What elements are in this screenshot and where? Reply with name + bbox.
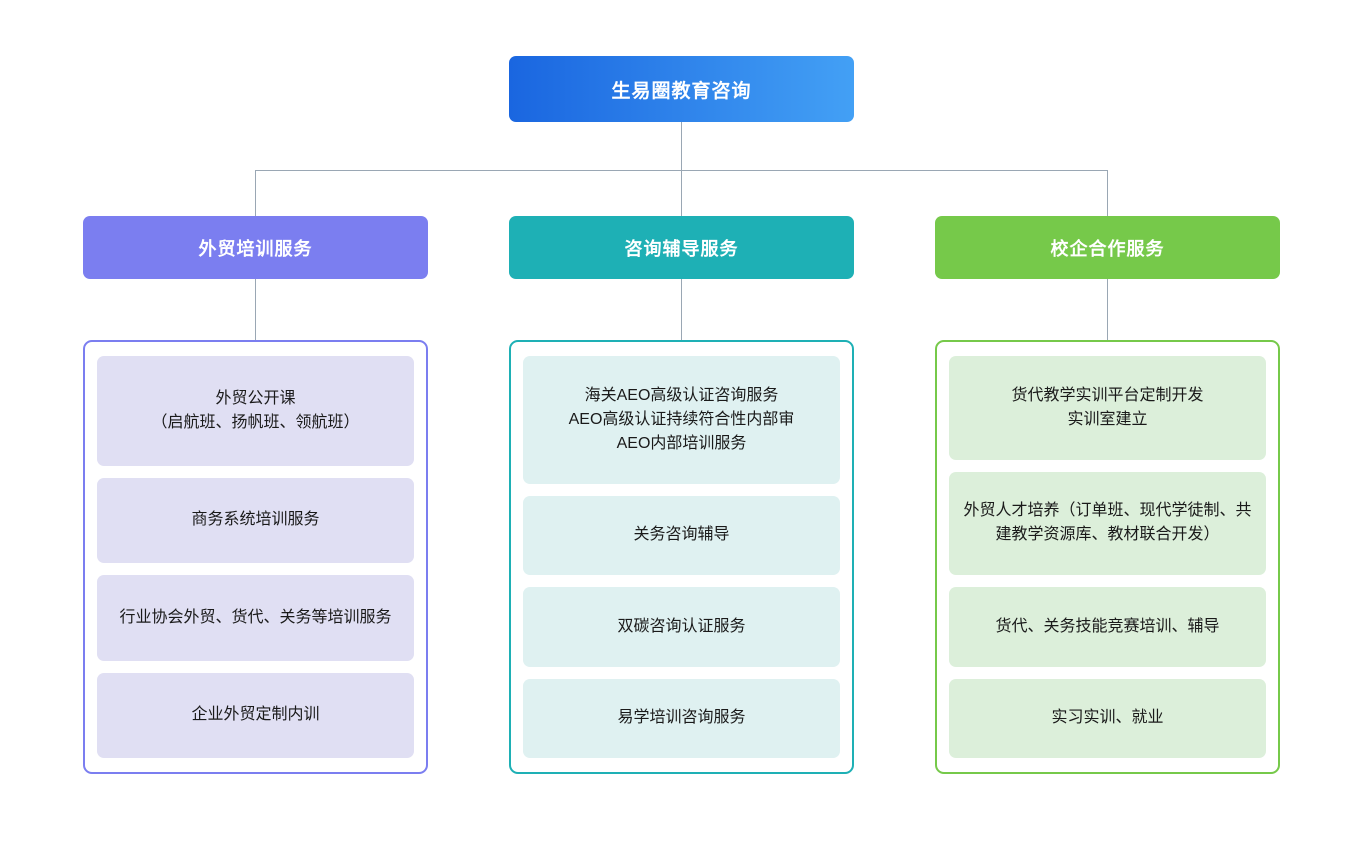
branch-header-3[interactable]: 校企合作服务 <box>935 216 1280 279</box>
service-card-label: 外贸人才培养（订单班、现代学徒制、共建教学资源库、教材联合开发） <box>963 502 1252 544</box>
service-card-label: 实习实训、就业 <box>1051 709 1164 727</box>
root-node[interactable]: 生易圈教育咨询 <box>509 56 854 122</box>
service-card[interactable]: 双碳咨询认证服务 <box>523 587 840 667</box>
service-card-label: 外贸公开课 （启航班、扬帆班、领航班） <box>151 389 360 431</box>
branch-header-label-2: 咨询辅导服务 <box>624 238 739 259</box>
service-card-label: 关务咨询辅导 <box>633 526 730 544</box>
branch-3: 校企合作服务 <box>935 216 1280 279</box>
connector-root-stem <box>681 122 682 170</box>
connector-drop-branch-1 <box>255 170 256 216</box>
service-card[interactable]: 实习实训、就业 <box>949 678 1266 758</box>
service-card-label: 易学培训咨询服务 <box>617 709 746 727</box>
service-card[interactable]: 关务咨询辅导 <box>523 495 840 575</box>
service-card-label: 货代教学实训平台定制开发 实训室建立 <box>1011 386 1204 428</box>
connector-drop-branch-3 <box>1107 170 1108 216</box>
service-card[interactable]: 外贸公开课 （启航班、扬帆班、领航班） <box>97 356 414 466</box>
service-card[interactable]: 企业外贸定制内训 <box>97 672 414 758</box>
card-group-1: 外贸公开课 （启航班、扬帆班、领航班） 商务系统培训服务 行业协会外贸、货代、关… <box>83 340 428 774</box>
service-card[interactable]: 海关AEO高级认证咨询服务 AEO高级认证持续符合性内部审 AEO内部培训服务 <box>523 356 840 484</box>
branch-header-1[interactable]: 外贸培训服务 <box>83 216 428 279</box>
service-card-label: 海关AEO高级认证咨询服务 AEO高级认证持续符合性内部审 AEO内部培训服务 <box>568 386 795 452</box>
branch-header-2[interactable]: 咨询辅导服务 <box>509 216 854 279</box>
branch-header-label-3: 校企合作服务 <box>1050 238 1165 259</box>
card-group-2: 海关AEO高级认证咨询服务 AEO高级认证持续符合性内部审 AEO内部培训服务 … <box>509 340 854 774</box>
connector-header-to-group-2 <box>681 279 682 340</box>
service-card[interactable]: 行业协会外贸、货代、关务等培训服务 <box>97 575 414 661</box>
branch-2: 咨询辅导服务 <box>509 216 854 279</box>
service-card[interactable]: 商务系统培训服务 <box>97 477 414 563</box>
root-node-label: 生易圈教育咨询 <box>611 80 752 102</box>
branch-header-label-1: 外贸培训服务 <box>198 238 313 259</box>
service-card-label: 双碳咨询认证服务 <box>617 617 746 635</box>
service-card-label: 企业外贸定制内训 <box>191 706 320 724</box>
connector-header-to-group-3 <box>1107 279 1108 340</box>
branch-1: 外贸培训服务 <box>83 216 428 279</box>
service-card[interactable]: 货代、关务技能竞赛培训、辅导 <box>949 587 1266 667</box>
card-group-3: 货代教学实训平台定制开发 实训室建立 外贸人才培养（订单班、现代学徒制、共建教学… <box>935 340 1280 774</box>
service-card-label: 行业协会外贸、货代、关务等培训服务 <box>119 608 392 626</box>
connector-drop-branch-2 <box>681 170 682 216</box>
service-card[interactable]: 易学培训咨询服务 <box>523 678 840 758</box>
service-card-label: 货代、关务技能竞赛培训、辅导 <box>995 617 1220 635</box>
connector-header-to-group-1 <box>255 279 256 340</box>
service-card[interactable]: 外贸人才培养（订单班、现代学徒制、共建教学资源库、教材联合开发） <box>949 471 1266 575</box>
service-card[interactable]: 货代教学实训平台定制开发 实训室建立 <box>949 356 1266 460</box>
service-card-label: 商务系统培训服务 <box>191 511 320 529</box>
